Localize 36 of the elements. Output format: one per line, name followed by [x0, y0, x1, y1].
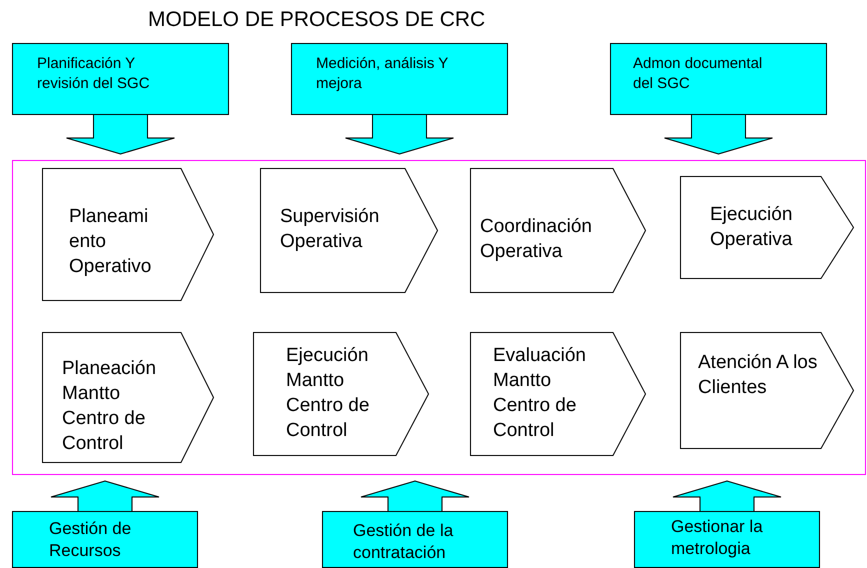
node-label: Admon documental del SGC [633, 54, 764, 94]
node-label: Planeami ento Operativo [69, 205, 152, 279]
block-arrow [66, 114, 175, 155]
node-label: Medición, análisis Y mejora [316, 54, 450, 94]
process-box [12, 511, 198, 568]
chevron-shape [253, 332, 429, 456]
block-arrow [664, 114, 773, 155]
node-label: Supervisión Operativa [280, 205, 380, 254]
node-label: Coordinación Operativa [480, 215, 593, 264]
block-arrow [360, 480, 470, 512]
node-label: Ejecución Mantto Centro de Control [286, 344, 370, 443]
process-box [610, 43, 827, 115]
chevron-shape [42, 332, 214, 463]
node-label: Evaluación Mantto Centro de Control [493, 344, 587, 443]
node-label: Gestionar la metrologia [671, 516, 764, 560]
chevron-shape [42, 168, 214, 301]
node-label: Planeación Mantto Centro de Control [62, 357, 158, 456]
process-frame [12, 160, 866, 475]
process-box [634, 511, 820, 568]
node-label: Gestión de la contratación [353, 520, 454, 564]
block-arrow [50, 480, 160, 512]
node-label: Ejecución Operativa [710, 203, 794, 252]
block-arrow [672, 480, 782, 512]
node-label: Planificación Y revisión del SGC [37, 54, 151, 94]
chevron-shape [680, 176, 854, 279]
chevron-shape [470, 332, 646, 456]
process-box [291, 43, 508, 115]
diagram-title: MODELO DE PROCESOS DE CRC [148, 8, 486, 32]
process-box [12, 43, 229, 115]
chevron-shape [680, 332, 854, 449]
node-label: Gestión de Recursos [49, 518, 132, 562]
chevron-shape [260, 168, 438, 293]
block-arrow [345, 114, 454, 155]
process-box [322, 511, 508, 568]
node-label: Atención A los Clientes [698, 351, 818, 400]
chevron-shape [470, 168, 646, 293]
